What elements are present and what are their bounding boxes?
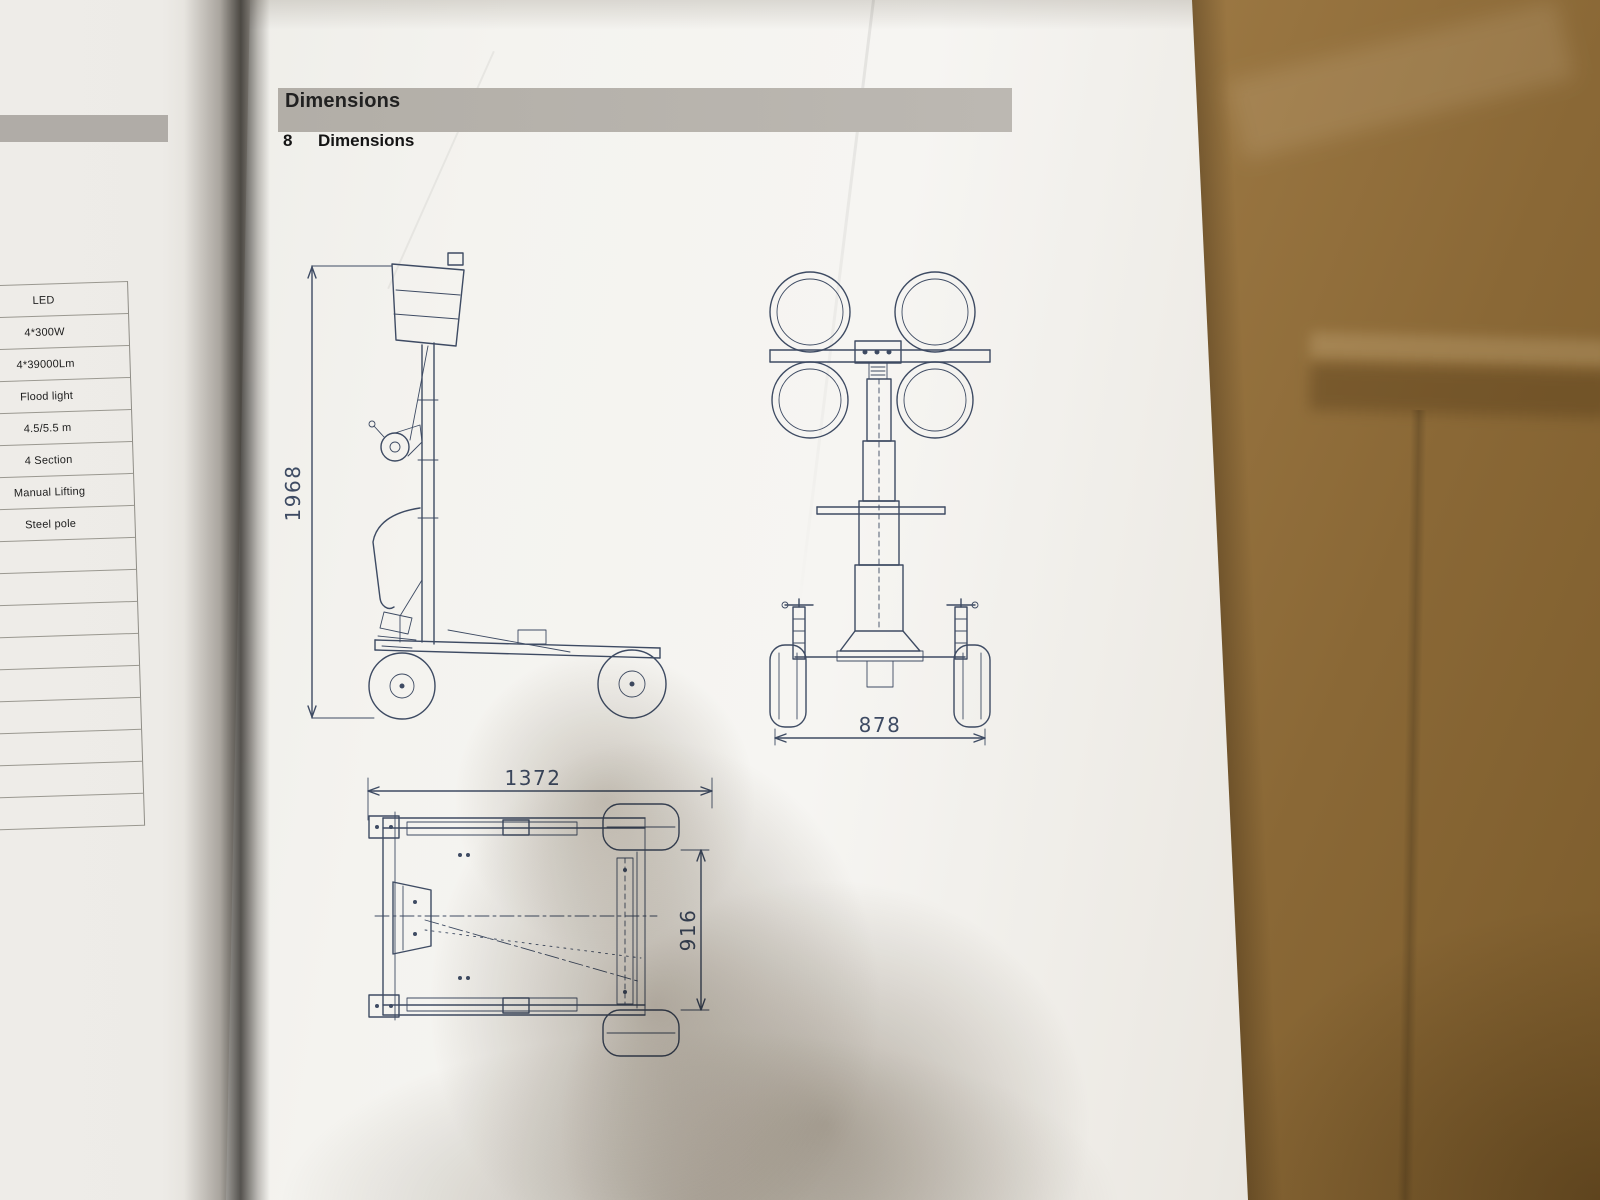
mast xyxy=(409,342,439,645)
side-view-dimension: 1968 xyxy=(281,265,393,719)
top-view-width-dimension: 916 xyxy=(676,849,710,1011)
spec-table: LED 4*300W 4*39000Lm Flood light 4.5/5.5… xyxy=(0,281,146,832)
front-view-drawing: 878 xyxy=(769,271,991,746)
chassis-plan xyxy=(374,817,658,1016)
winch xyxy=(368,420,423,462)
paper-top-shade xyxy=(226,0,1248,30)
side-view-drawing: 1968 xyxy=(281,252,667,720)
section-band-title: Dimensions xyxy=(285,90,401,112)
rear-wheel xyxy=(597,649,667,719)
flood-lights xyxy=(769,271,976,439)
top-view-length-dimension: 1372 xyxy=(367,766,713,821)
tow-bracket xyxy=(368,811,432,1021)
right-tire xyxy=(953,644,991,728)
left-outrigger-jack xyxy=(781,598,814,660)
top-view-drawing: 1372 xyxy=(367,766,713,1057)
telescopic-mast xyxy=(816,362,946,632)
section-number: 8 xyxy=(283,131,293,150)
left-tire xyxy=(769,644,807,728)
base-frame xyxy=(794,630,966,688)
top-width-label: 916 xyxy=(676,909,700,952)
right-outrigger-jack xyxy=(946,598,979,660)
light-crossbar xyxy=(769,340,991,364)
left-page: LED 4*300W 4*39000Lm Flood light 4.5/5.5… xyxy=(0,0,262,1200)
section-header-band xyxy=(278,88,1012,132)
front-wheel xyxy=(368,652,436,720)
lamp-head xyxy=(391,252,465,347)
chassis xyxy=(374,579,661,659)
front-width-label: 878 xyxy=(859,713,902,737)
front-view-dimension: 878 xyxy=(774,713,986,746)
section-heading: Dimensions xyxy=(318,131,415,150)
top-length-label: 1372 xyxy=(505,766,562,790)
side-height-label: 1968 xyxy=(281,465,305,522)
spec-table-empty-row xyxy=(0,793,145,832)
push-handle xyxy=(372,507,421,610)
axle-and-wheels-plan xyxy=(602,803,680,1057)
left-page-header-band xyxy=(0,115,168,142)
